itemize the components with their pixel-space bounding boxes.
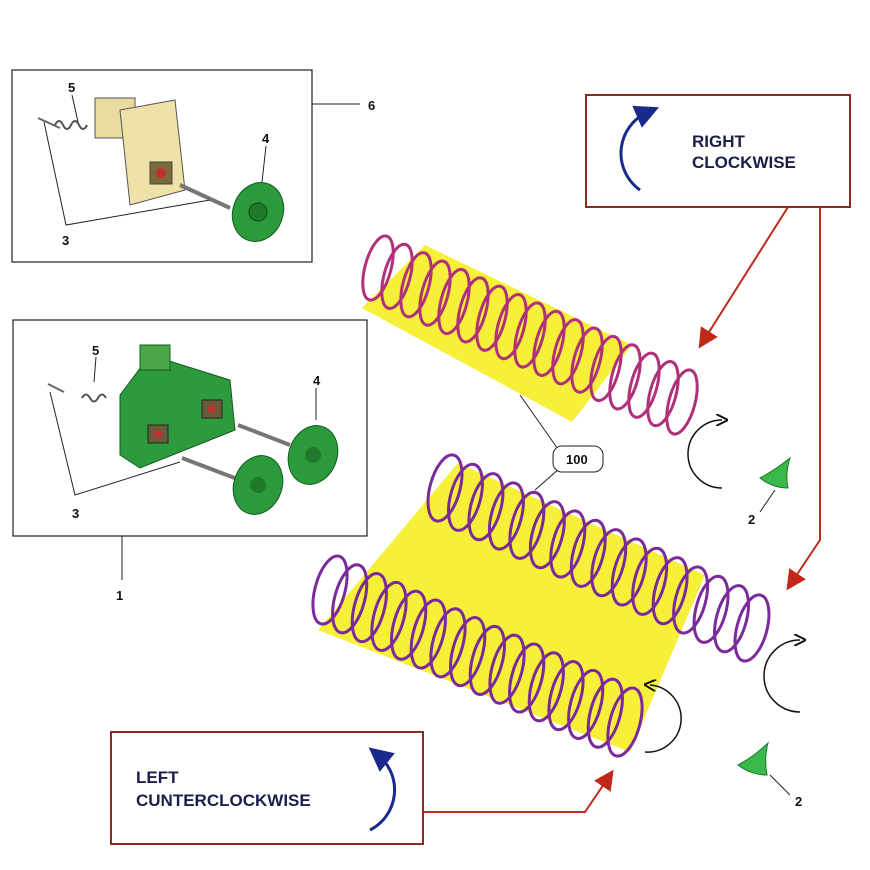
spring-coil [569,518,607,588]
pointer-arrow-right-bottom [786,207,821,591]
part-2-green [759,456,792,489]
callout-4-bottom: 4 [313,373,321,388]
callout-1: 1 [116,588,123,603]
spring-coil [456,276,490,344]
spring-coil [361,234,395,302]
callout-4-top: 4 [262,131,270,146]
callout-2-bottom: 2 [795,794,802,809]
leader-100 [519,394,561,453]
part-2-green [737,741,769,776]
shaft-3 [179,183,231,210]
spring-coil [589,334,623,403]
spring-coil [426,453,464,523]
spring-coil [672,565,710,635]
rotation-arrow-icon [763,640,800,713]
assembly-6-inset [11,69,360,263]
assembly-1-inset [12,319,368,580]
spring-coil [331,563,369,635]
callout-5-bottom: 5 [92,343,99,358]
callout-6: 6 [368,98,375,113]
spring-coil [551,318,585,386]
spring-coil [528,500,566,570]
spring-middle [426,453,771,663]
spring-coil [350,572,388,644]
spring-5-small [81,393,107,403]
spring-coil [547,660,585,732]
spring-coil [610,537,648,607]
spring-5-small [54,120,88,130]
spring-coil [631,546,669,616]
spring-coil [713,584,750,654]
spring-coil [567,668,605,740]
pointer-arrow-right-top [698,206,789,349]
right-clockwise-box [585,94,851,208]
rotation-arrow-icon [645,685,682,753]
spring-coil [627,351,661,419]
spring-coil [608,343,642,411]
spring-coil [508,642,546,714]
clockwise-arrow-icon [619,105,659,192]
spring-coil [494,293,528,361]
spring-coil [487,481,525,551]
spring-coil [370,580,408,652]
spring-coil [418,259,452,327]
callout-100-box [552,445,604,473]
counterclockwise-arrow-icon [368,747,397,832]
spring-coil [488,633,526,705]
spring-coil [467,472,505,542]
motor-housing-beige [94,97,186,206]
springs-group [311,234,771,758]
spring-coil [590,528,628,598]
pointer-arrow-left [423,769,614,813]
spring-coil [409,598,447,670]
shaft-3 [181,456,241,482]
spring-coil [513,301,547,369]
right-label: RIGHT [692,132,746,151]
callout-2-top: 2 [748,512,755,527]
spring-coil [475,284,509,352]
clockwise-label: CLOCKWISE [692,153,796,172]
callout-5-top: 5 [68,80,75,95]
spring-top [361,234,699,436]
spring-coil [380,242,414,310]
spring-coil [429,607,467,679]
wheel-4-green [231,182,285,242]
callout-100: 100 [566,452,588,467]
spring-coil [733,593,771,663]
spring-coil [390,589,428,661]
spring-coil [449,616,487,688]
spring-coil [665,368,699,436]
rotation-arrow-icon [687,420,722,489]
spring-coil [606,686,644,758]
callout-3-top: 3 [62,233,69,248]
spring-coil [586,677,624,749]
callout-3-bottom: 3 [72,506,79,521]
spring-coil [399,251,433,319]
spring-coil [311,554,349,626]
left-label: LEFT [136,768,179,787]
shaft-3 [237,423,291,447]
counterclockwise-label: CUNTERCLOCKWISE [136,791,311,810]
spring-coil [651,556,689,626]
spring-coil [437,267,471,336]
spring-coil [447,462,484,532]
spring-coil [468,624,506,696]
spring-coil [692,574,730,644]
spring-coil [549,509,587,579]
pin [37,117,61,129]
leader-100 [534,467,561,491]
spring-bottom [311,554,644,758]
spring-coil [532,309,566,377]
motor-housing-green [119,344,236,469]
wheel-4-green [232,425,339,515]
spring-coil [646,360,680,428]
spring-coil [570,326,604,394]
spring-coil [508,490,546,560]
spring-coil [527,651,565,723]
